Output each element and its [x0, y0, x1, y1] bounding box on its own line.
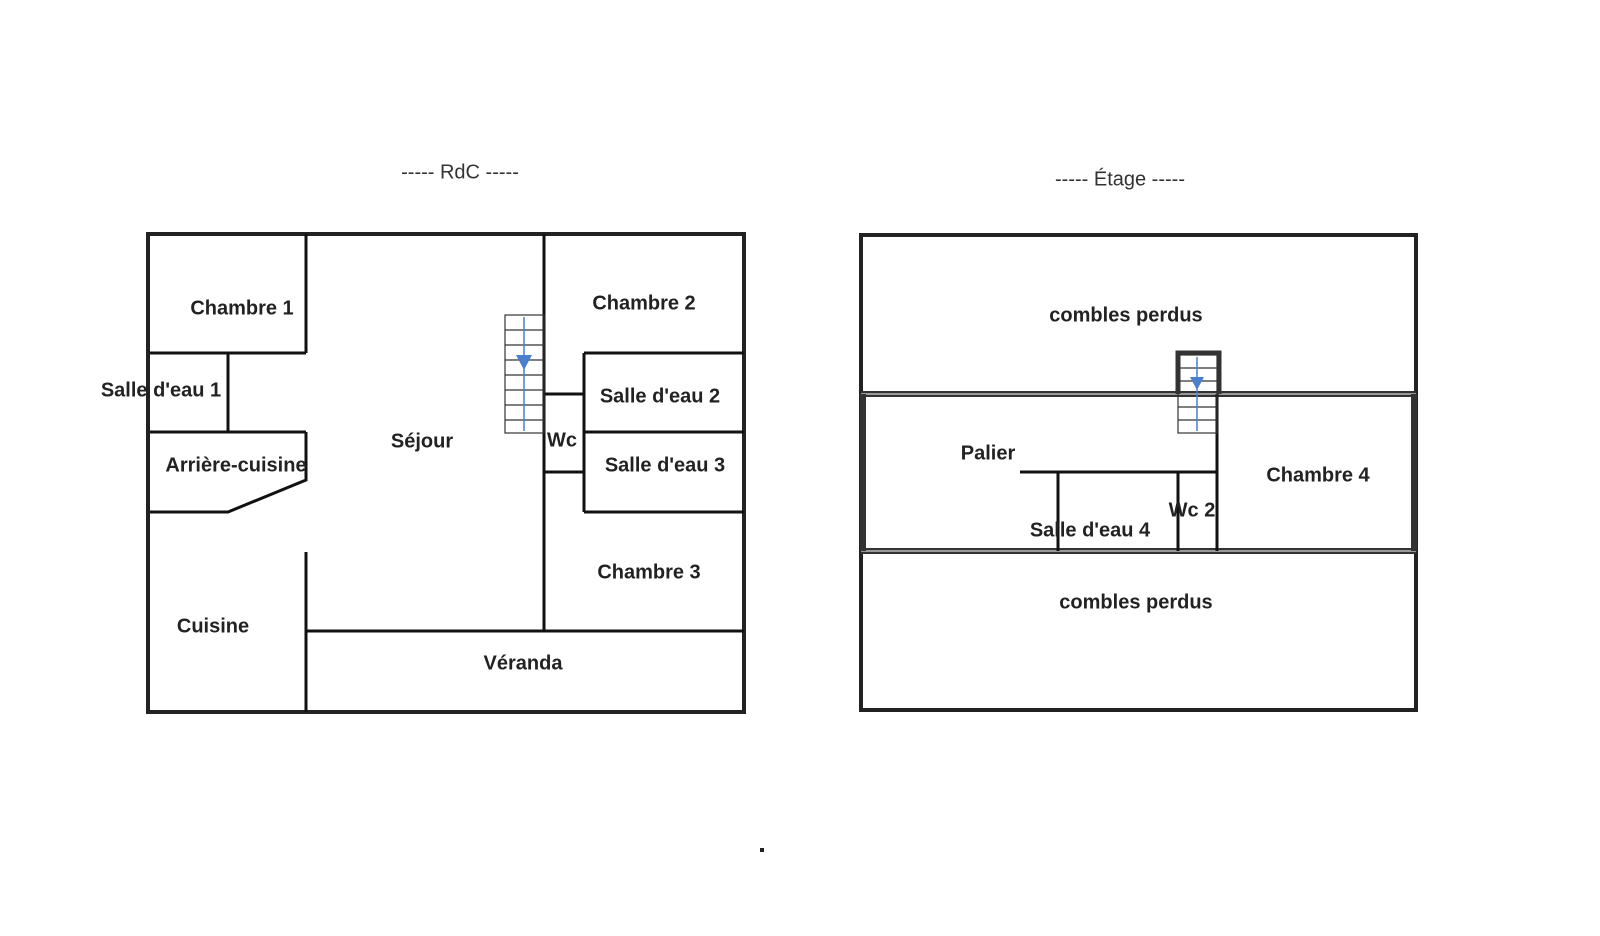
upper-floor-title: ----- Étage -----: [1055, 167, 1185, 190]
room-salle-eau-1: Salle d'eau 1: [101, 379, 221, 401]
ground-staircase: [504, 314, 545, 434]
room-sejour: Séjour: [391, 430, 453, 452]
ground-floor-title: ----- RdC -----: [401, 161, 519, 183]
room-veranda: Véranda: [484, 652, 564, 674]
upper-staircase: [1175, 350, 1222, 434]
ground-outer-walls: [146, 232, 746, 714]
stray-dot: [760, 848, 764, 852]
stair-down-arrow-icon: [516, 355, 532, 370]
room-salle-eau-2: Salle d'eau 2: [600, 385, 720, 407]
room-wc: Wc: [547, 429, 577, 451]
room-cuisine: Cuisine: [177, 615, 249, 637]
room-palier: Palier: [961, 442, 1016, 464]
ground-floor-plan: ----- RdC -----: [101, 161, 746, 714]
room-arriere-cuisine: Arrière-cuisine: [165, 454, 306, 476]
ground-interior-walls: [150, 234, 744, 712]
stair-down-arrow-icon: [1190, 377, 1204, 390]
upper-knee-walls: [860, 391, 1417, 554]
room-salle-eau-3: Salle d'eau 3: [605, 454, 725, 476]
room-chambre-2: Chambre 2: [592, 292, 695, 314]
room-chambre-4: Chambre 4: [1266, 464, 1370, 486]
room-combles-top: combles perdus: [1049, 304, 1202, 326]
room-chambre-1: Chambre 1: [190, 297, 293, 319]
upper-floor-plan: ----- Étage ----- combles per: [859, 167, 1418, 712]
room-wc-2: Wc 2: [1169, 499, 1216, 521]
room-combles-bottom: combles perdus: [1059, 591, 1212, 613]
room-chambre-3: Chambre 3: [597, 561, 700, 583]
room-salle-eau-4: Salle d'eau 4: [1030, 519, 1151, 541]
